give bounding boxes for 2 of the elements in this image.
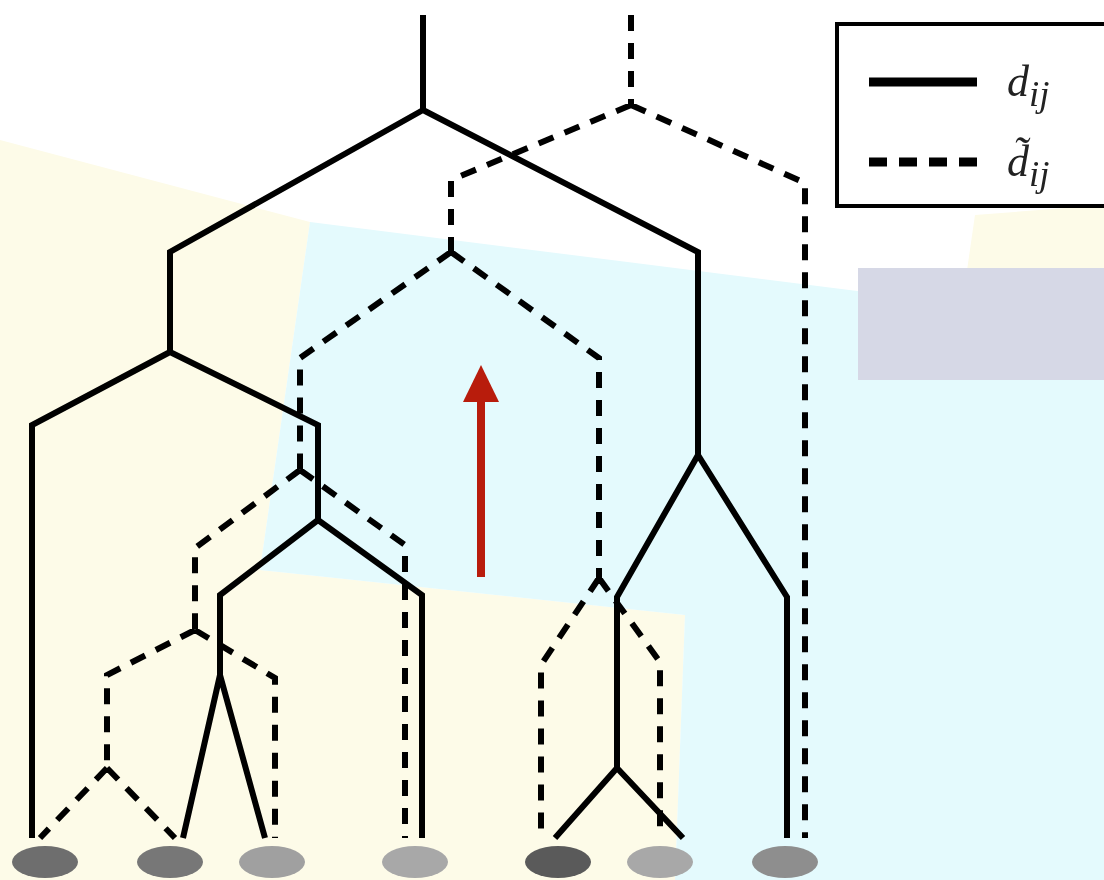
legend-text: d̃$_{ij}$ bbox=[1007, 136, 1050, 196]
legend-text: d$_{ij}$ bbox=[1007, 56, 1050, 116]
